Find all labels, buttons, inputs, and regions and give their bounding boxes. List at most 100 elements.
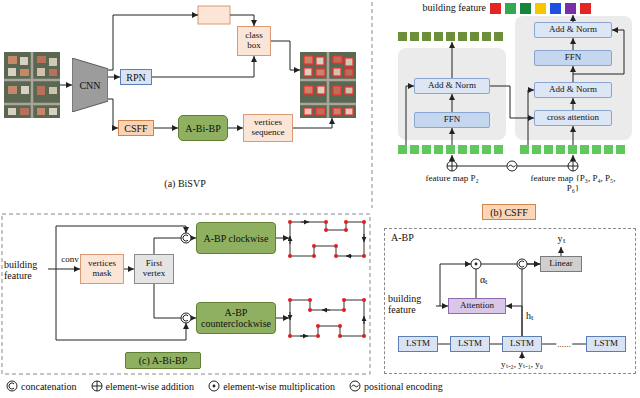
vertex-dot: [288, 220, 366, 338]
add-symbol: [568, 161, 578, 171]
connector: [438, 344, 450, 345]
positional-encoding-symbol: [507, 161, 517, 171]
box-text: A-BP: [391, 232, 629, 243]
vertex-dot: [362, 254, 366, 258]
add-symbol: [568, 161, 578, 171]
input-token: [434, 145, 443, 154]
connector: [108, 99, 118, 128]
connector: [506, 306, 522, 336]
output-label: building feature: [400, 2, 486, 13]
input-token: [580, 145, 589, 154]
flow-line: [271, 41, 300, 70]
connector: [522, 264, 540, 336]
legend-item: element-wise addition: [91, 380, 195, 392]
building-outline: [345, 108, 353, 115]
legend-symbol: [208, 380, 220, 392]
concat-symbol: [183, 315, 188, 321]
box-text: cross attention: [538, 113, 608, 123]
box-text: FFN: [418, 115, 486, 125]
flow-line: [276, 318, 289, 319]
add-symbol: [447, 161, 457, 171]
building-outline: [304, 68, 312, 76]
direction-arrow: [290, 312, 291, 320]
input-token: [422, 145, 431, 154]
legend-text: element-wise addition: [106, 381, 195, 392]
box-text: (b) CSFF: [486, 207, 532, 218]
symbol-mark: [213, 385, 216, 388]
concat-symbol: [181, 233, 191, 243]
box-text: LSTM: [506, 339, 538, 349]
symbol-mark: [352, 385, 359, 387]
vertex-dot: [334, 244, 338, 248]
layer-box: Add & Norm: [534, 22, 612, 38]
encoded-token: [470, 32, 479, 41]
layer-box: Add & Norm: [414, 78, 490, 94]
multiply-symbol: [475, 263, 478, 266]
box-text: CSFF: [122, 123, 150, 134]
feature-token: [505, 3, 516, 14]
vertex-dot: [362, 220, 366, 224]
polygon-outline: [290, 222, 364, 256]
encoded-token: [398, 32, 503, 41]
symbol-circle: [7, 381, 17, 391]
box-text: vertices sequence: [247, 118, 289, 138]
building-outline: [304, 108, 312, 115]
building-outline: [333, 56, 342, 63]
layer-box: FFN: [414, 112, 490, 128]
vertex-dot: [316, 324, 320, 328]
legend-symbol: [6, 380, 18, 392]
connector: [108, 77, 120, 78]
lstm-cell: LSTM: [450, 336, 490, 352]
flow-line: [406, 86, 414, 145]
input-token: [482, 145, 491, 154]
symbol-circle: [92, 381, 102, 391]
connector: [573, 38, 574, 50]
vertex-dot: [338, 334, 342, 338]
input-token: [544, 145, 553, 154]
vertex-dot: [324, 228, 328, 232]
module-box: A-Bi-BP: [178, 115, 228, 141]
input-label: feature map {P₃, P₄, P₅, P₆}: [530, 174, 616, 194]
flow-line: [573, 126, 574, 145]
building-outline: [304, 86, 313, 94]
building-outline: [333, 86, 341, 95]
concat-symbol: [519, 261, 524, 267]
output-label: yₜ: [551, 233, 571, 244]
feature-token: [490, 3, 591, 14]
building-outline: [316, 108, 325, 115]
vertex-dot: [334, 254, 338, 258]
building-outline: [316, 69, 325, 76]
input-token: [446, 145, 455, 154]
add-symbol: [447, 161, 457, 171]
operation-label: conv: [60, 255, 80, 265]
legend-text: element-wise multiplication: [223, 381, 335, 392]
edge-label: ......: [556, 340, 572, 349]
input-token: [470, 145, 479, 154]
process-box: RPN: [120, 69, 152, 85]
polygon-outline: [290, 300, 364, 336]
flow-line: [60, 85, 72, 86]
input-token: [398, 145, 625, 154]
roi-feature-box: [198, 6, 230, 24]
connector: [452, 94, 453, 112]
legend-item: positional encoding: [349, 380, 443, 392]
flow-line: [452, 42, 453, 78]
vertex-dot: [316, 334, 320, 338]
box-text: FFN: [538, 53, 608, 63]
attention-box: Attention: [448, 298, 506, 314]
lstm-cell: LSTM: [586, 336, 626, 352]
direction-arrow: [346, 256, 352, 257]
flow-line: [436, 306, 448, 307]
vertex-dot: [344, 220, 348, 224]
input-token: [458, 145, 467, 154]
decoder-panel: [515, 16, 632, 140]
concat-symbol: [181, 313, 191, 323]
input-image: [4, 52, 60, 118]
connector: [124, 269, 134, 270]
concat-symbol: [517, 259, 527, 269]
flow-line: [406, 15, 624, 161]
flow-line: [60, 15, 332, 128]
vertex-dot: [308, 308, 312, 312]
vertex-dot: [288, 254, 292, 258]
input-token: [398, 145, 407, 154]
